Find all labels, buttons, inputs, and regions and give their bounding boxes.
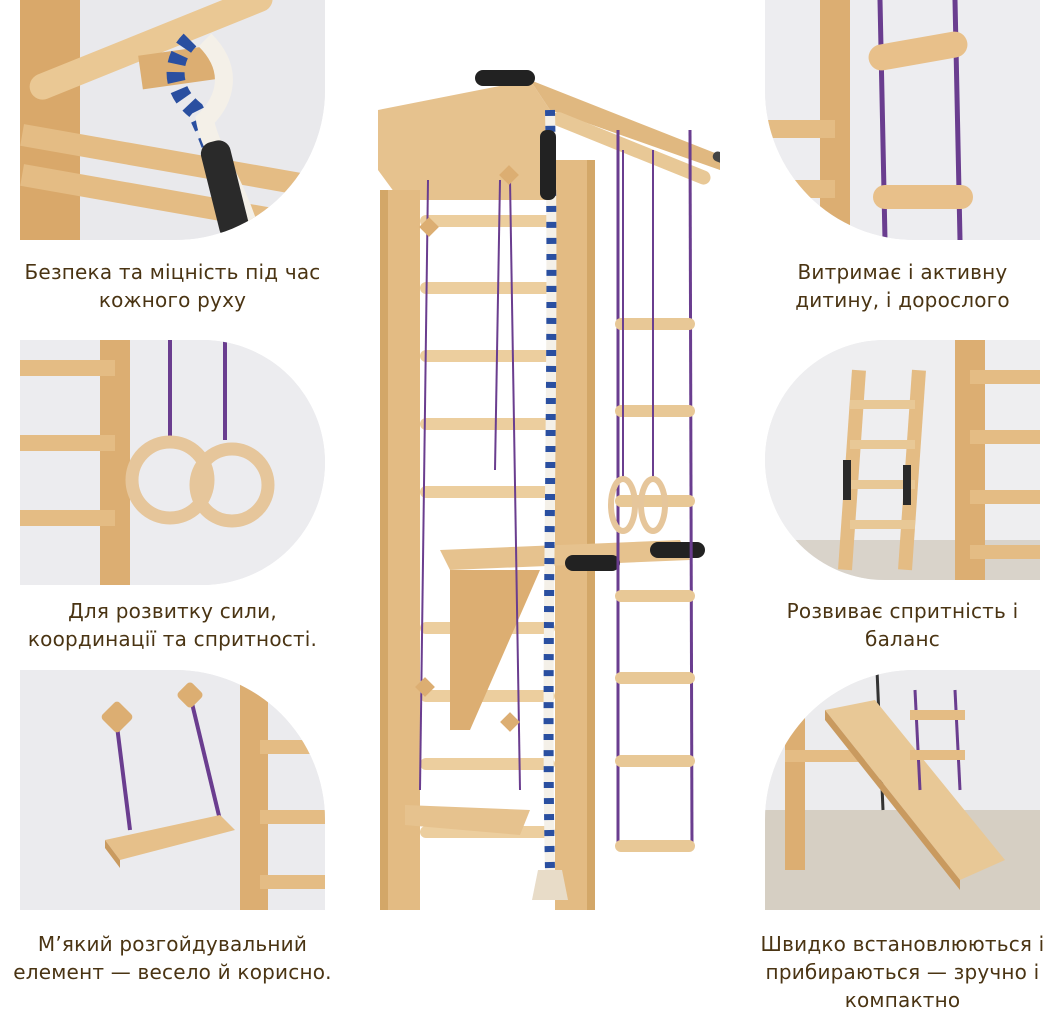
caption-swing: М’який розгойдувальний елемент — весело … xyxy=(13,932,332,984)
ladder-illustration xyxy=(765,340,1040,580)
detail-photo-rope-knot xyxy=(20,0,325,240)
caption-safety: Безпека та міцність під час кожного руху xyxy=(24,260,321,312)
caption-strength: Для розвитку сили, координації та спритн… xyxy=(27,599,318,651)
detail-photo-gym-rings xyxy=(20,340,325,585)
caption-balance: Розвиває спритність і баланс xyxy=(786,599,1019,651)
wall-bars-product-image xyxy=(360,50,742,934)
gym-rings-illustration xyxy=(20,340,325,585)
detail-photo-slide xyxy=(765,670,1040,910)
swing-illustration xyxy=(20,670,325,910)
slide-illustration xyxy=(765,670,1040,910)
caption-install: Швидко встановлюються і прибираються — з… xyxy=(760,932,1045,1012)
detail-photo-swing xyxy=(20,670,325,910)
rope-ladder-illustration xyxy=(765,0,1040,240)
caption-load: Витримає і активну дитину, і дорослого xyxy=(795,260,1010,312)
rope-knot-illustration xyxy=(20,0,325,240)
wall-bars-illustration xyxy=(378,70,742,910)
detail-photo-rope-ladder xyxy=(765,0,1040,240)
detail-photo-ladder xyxy=(765,340,1040,580)
